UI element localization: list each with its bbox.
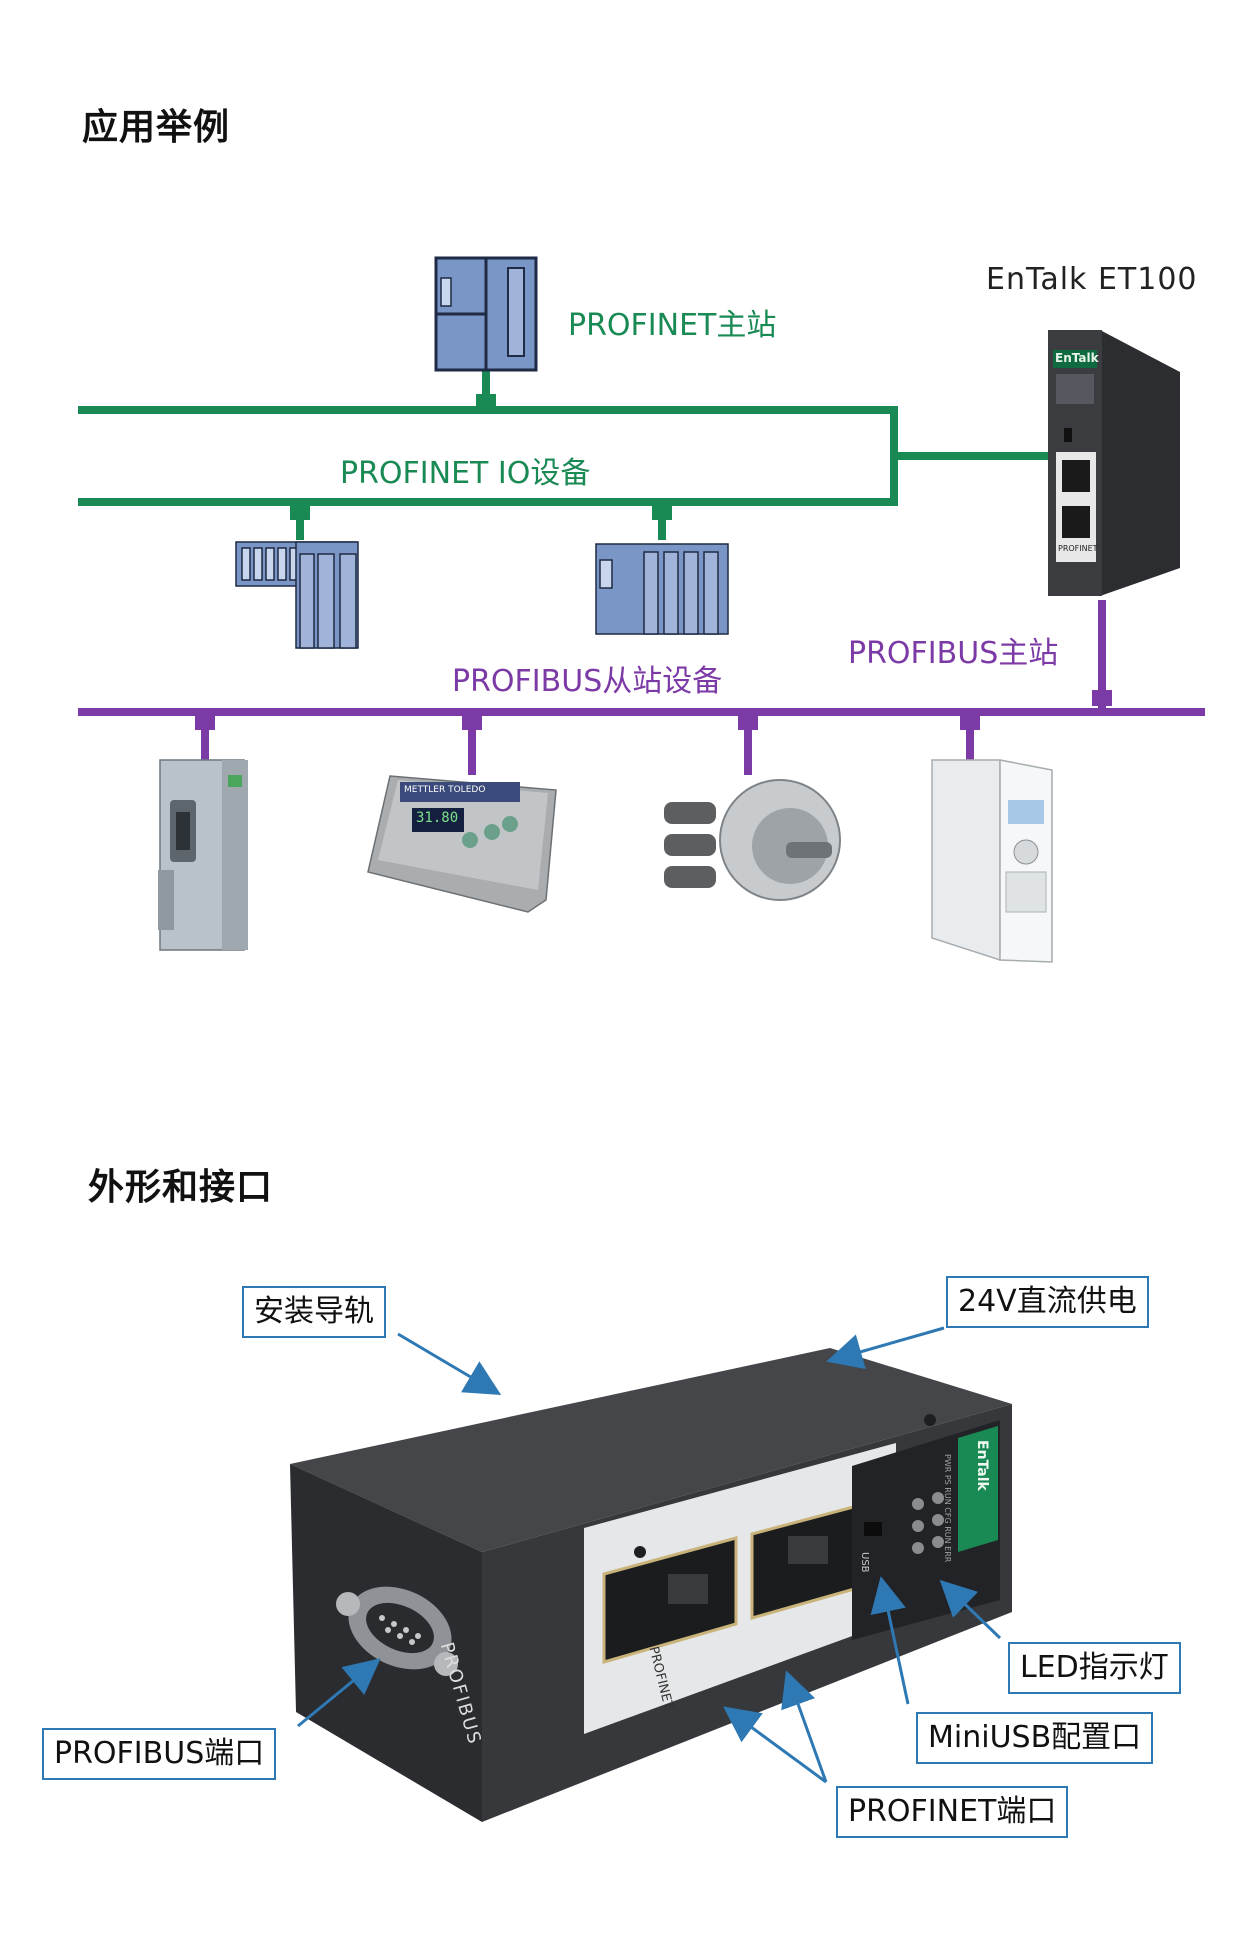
profinet-io-label: PROFINET IO设备 bbox=[340, 456, 591, 491]
callout-profibus-port: PROFIBUS端口 bbox=[42, 1728, 277, 1780]
profibus-master-label: PROFIBUS主站 bbox=[848, 636, 1059, 671]
led-label-pwr: PWR bbox=[943, 1454, 952, 1473]
profinet-drop-connectors bbox=[290, 394, 672, 520]
profibus-drop-connectors bbox=[195, 690, 1112, 730]
gateway-port-mark: PROFINET bbox=[1058, 544, 1098, 553]
callout-led: LED指示灯 bbox=[1008, 1642, 1181, 1694]
gateway-brand-mark: EnTalk bbox=[1055, 351, 1099, 365]
slave-rotary-encoder bbox=[664, 779, 841, 901]
slave-weighing-terminal bbox=[367, 775, 557, 913]
callout-usb: MiniUSB配置口 bbox=[916, 1712, 1154, 1764]
slave-remote-io bbox=[158, 759, 248, 951]
callout-din-rail: 安装导轨 bbox=[242, 1286, 386, 1338]
profinet-panel-text: PROFINET bbox=[645, 1645, 676, 1712]
gateway-name-label: EnTalk ET100 bbox=[986, 262, 1198, 297]
profinet-master-label: PROFINET主站 bbox=[568, 308, 777, 343]
usb-port-text: USB bbox=[859, 1552, 870, 1573]
led-label-cfg: CFG bbox=[943, 1507, 952, 1524]
led-label-run-2: RUN bbox=[943, 1526, 952, 1544]
network-diagram bbox=[78, 256, 1205, 963]
section-title-appearance: 外形和接口 bbox=[88, 1167, 274, 1208]
led-labels: PWR PS RUN CFG RUN ERR bbox=[943, 1454, 952, 1574]
scale-display-readout: 31.80 bbox=[416, 810, 459, 826]
profinet-bus-line bbox=[78, 368, 1050, 540]
profibus-slave-label: PROFIBUS从站设备 bbox=[452, 664, 723, 699]
callout-profinet-port: PROFINET端口 bbox=[836, 1786, 1069, 1838]
led-label-err: ERR bbox=[943, 1546, 952, 1563]
io-device-2 bbox=[595, 543, 729, 635]
profibus-side-text: PROFIBUS bbox=[435, 1640, 486, 1748]
gateway-device bbox=[1048, 330, 1180, 596]
io-device-1 bbox=[235, 541, 359, 649]
led-label-ps: PS bbox=[943, 1474, 952, 1485]
led-label-run-1: RUN bbox=[943, 1487, 952, 1505]
callout-power: 24V直流供电 bbox=[946, 1276, 1149, 1328]
scale-brand-mark: METTLER TOLEDO bbox=[404, 785, 486, 795]
device-brand-text: EnTalk bbox=[974, 1440, 990, 1491]
slave-frequency-drive bbox=[931, 759, 1053, 963]
profinet-master-plc bbox=[434, 256, 538, 372]
section-title-application: 应用举例 bbox=[82, 107, 231, 148]
